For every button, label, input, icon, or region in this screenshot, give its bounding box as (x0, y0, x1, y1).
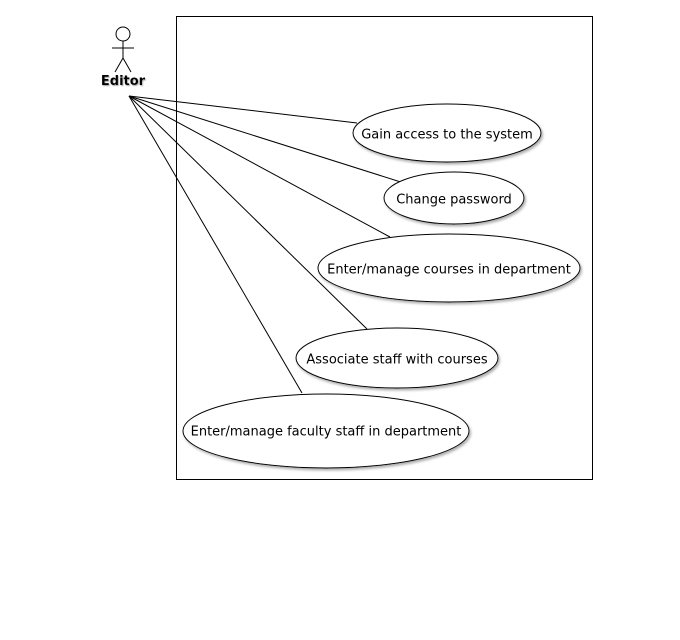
actor-name: Editor (101, 74, 146, 89)
use-case-associate-staff[interactable]: Associate staff with courses (295, 327, 499, 389)
stick-figure-icon (112, 26, 134, 73)
use-case-label: Change password (396, 193, 512, 208)
association-manage-courses[interactable] (128, 95, 391, 238)
association-associate-staff[interactable] (128, 95, 368, 330)
use-case-ellipse (352, 103, 542, 163)
association-manage-faculty[interactable] (128, 95, 303, 394)
use-case-label: Enter/manage faculty staff in department (191, 425, 462, 440)
use-case-label: Associate staff with courses (306, 353, 487, 368)
use-case-ellipse (182, 393, 470, 469)
association-gain-access[interactable] (128, 95, 358, 124)
use-case-gain-access[interactable]: Gain access to the system (352, 103, 542, 163)
use-case-ellipse (317, 233, 581, 303)
associations (128, 95, 408, 394)
use-case-ellipse (295, 327, 499, 389)
use-case-manage-faculty[interactable]: Enter/manage faculty staff in department (182, 393, 470, 469)
use-case-change-password[interactable]: Change password (383, 171, 525, 225)
actor-editor[interactable]: Editor (101, 26, 146, 89)
use-case-label: Gain access to the system (361, 128, 533, 143)
association-change-password[interactable] (128, 95, 408, 185)
use-case-ellipse (383, 171, 525, 225)
use-case-label: Enter/manage courses in department (327, 263, 571, 278)
use-case-manage-courses[interactable]: Enter/manage courses in department (317, 233, 581, 303)
